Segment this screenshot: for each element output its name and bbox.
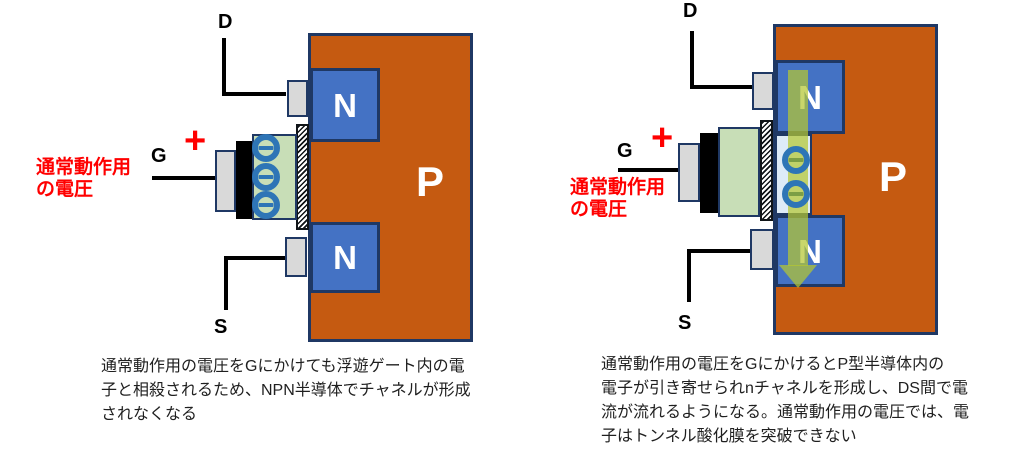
drain-terminal-label: D — [218, 11, 233, 33]
right-caption: 通常動作用の電圧をGにかけるとP型半導体内の 電子が引き寄せられnチャネルを形成… — [601, 356, 970, 445]
source-terminal-label: S — [678, 312, 692, 334]
electron-icon — [252, 163, 280, 191]
gate-contact — [678, 143, 700, 202]
left-caption: 通常動作用の電圧をGにかけても浮遊ゲート内の電 子と相殺されるため、NPN半導体… — [101, 358, 471, 423]
gate-terminal-label: G — [617, 140, 633, 162]
drain-contact — [752, 72, 774, 110]
electron-icon — [782, 146, 810, 174]
floating-gate — [718, 127, 760, 217]
gate-lead-wire — [152, 176, 215, 180]
drain-terminal-label: D — [683, 0, 698, 22]
plus-sign: + — [651, 117, 674, 159]
p-region-label: P — [879, 153, 908, 200]
source-lead-wire — [224, 256, 285, 310]
n-source-label: N — [333, 239, 357, 276]
drain-contact — [287, 80, 308, 117]
drain-lead-wire — [222, 38, 286, 96]
gate-voltage-label: 通常動作用 の電圧 — [570, 177, 666, 220]
n-region-source: N — [310, 222, 380, 293]
gate-contact — [215, 150, 236, 212]
electron-icon — [782, 180, 810, 208]
source-contact — [285, 237, 307, 277]
source-terminal-label: S — [214, 316, 228, 338]
gate-voltage-label: 通常動作用 の電圧 — [36, 157, 132, 200]
electron-icon — [252, 191, 280, 219]
n-drain-label: N — [333, 86, 357, 124]
electron-icon — [252, 134, 280, 162]
source-lead-wire — [687, 249, 750, 302]
n-region-drain: N — [310, 68, 380, 142]
drain-lead-wire — [690, 31, 752, 89]
current-flow-arrowhead-icon — [779, 265, 817, 288]
tunnel-oxide-hatch-icon — [296, 124, 309, 230]
tunnel-oxide-hatch-icon — [760, 120, 773, 221]
gate-oxide-layer — [236, 141, 252, 219]
gate-lead-wire — [618, 168, 678, 172]
n-region-drain: N — [775, 60, 845, 134]
plus-sign: + — [184, 120, 207, 162]
gate-oxide-layer — [700, 133, 718, 213]
gate-terminal-label: G — [151, 145, 167, 167]
p-region-label: P — [416, 158, 445, 205]
source-contact — [750, 229, 774, 270]
